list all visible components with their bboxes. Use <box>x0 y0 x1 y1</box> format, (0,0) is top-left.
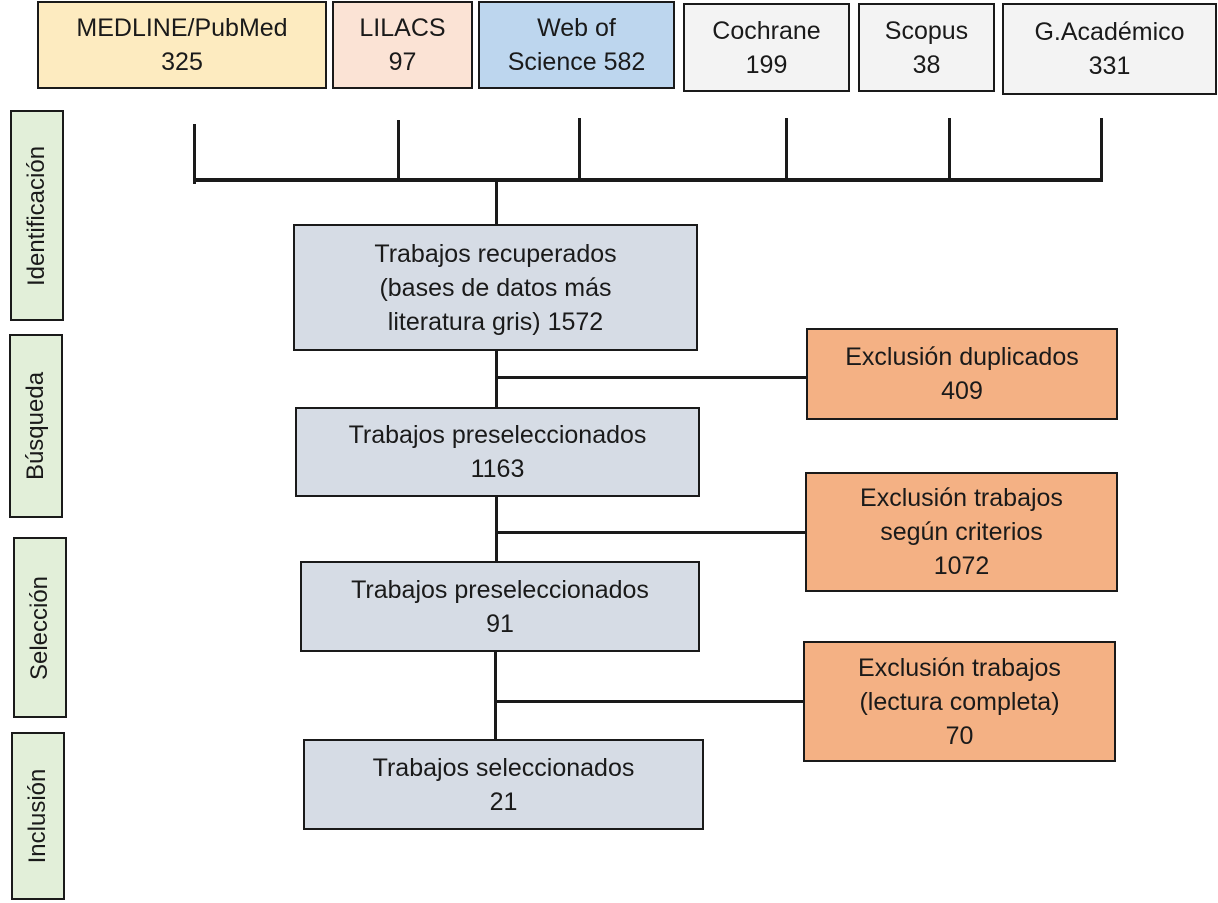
source-name: Scopus <box>884 16 969 45</box>
source-box-web-of-science: Web of Science 582 <box>478 1 675 89</box>
box-trabajos-preseleccionados-1: Trabajos preseleccionados 1163 <box>295 407 700 497</box>
source-box-scopus: Scopus 38 <box>858 3 995 92</box>
flow-line <box>495 497 498 562</box>
box-line: Trabajos seleccionados <box>372 753 635 782</box>
box-line: 21 <box>489 787 518 816</box>
stage-label: Selección <box>26 575 53 680</box>
box-line: Exclusión trabajos <box>860 484 1063 512</box>
branch-line <box>496 531 808 534</box>
box-line: Trabajos preseleccionados <box>351 575 649 604</box>
stage-seleccion: Selección <box>13 537 67 718</box>
stage-identificacion: Identificación <box>10 110 64 321</box>
source-box-lilacs: LILACS 97 <box>332 1 473 89</box>
source-count: 325 <box>161 48 203 76</box>
flow-line <box>495 350 498 409</box>
source-name: MEDLINE/PubMed <box>76 14 288 42</box>
source-name: G.Académico <box>1034 18 1185 46</box>
box-line: 70 <box>945 721 974 750</box>
box-exclusion-duplicados: Exclusión duplicados 409 <box>806 328 1118 420</box>
stage-label: Búsqueda <box>22 371 49 481</box>
stage-inclusion: Inclusión <box>11 732 65 900</box>
source-name: Web of <box>537 14 616 42</box>
source-box-cochrane: Cochrane 199 <box>683 3 850 92</box>
box-line: 91 <box>486 609 514 638</box>
branch-line <box>496 376 808 379</box>
box-exclusion-lectura-completa: Exclusión trabajos (lectura completa) 70 <box>803 641 1116 762</box>
box-line: Trabajos recuperados <box>374 239 617 268</box>
connector-line <box>948 118 951 178</box>
box-line: Exclusión trabajos <box>858 653 1061 682</box>
box-line: Trabajos preseleccionados <box>348 421 647 449</box>
stage-label: Inclusión <box>24 768 51 864</box>
source-name: LILACS <box>359 14 446 42</box>
connector-line <box>785 118 788 179</box>
connector-line <box>495 180 498 226</box>
source-count: 199 <box>745 50 788 79</box>
connector-line <box>193 124 196 184</box>
box-exclusion-segun-criterios: Exclusión trabajos según criterios 1072 <box>805 472 1118 592</box>
connector-line <box>397 120 400 182</box>
connector-line <box>1100 118 1103 178</box>
collector-line <box>193 178 1103 182</box>
stage-label: Identificación <box>23 145 50 286</box>
box-line: 1072 <box>933 552 990 580</box>
box-line: (bases de datos más <box>379 273 612 302</box>
stage-busqueda: Búsqueda <box>9 334 63 518</box>
branch-line <box>495 700 806 703</box>
box-line: literatura gris) 1572 <box>387 307 604 336</box>
source-count: 97 <box>388 48 417 76</box>
box-line: (lectura completa) <box>859 687 1060 716</box>
box-line: según criterios <box>880 518 1043 546</box>
box-trabajos-seleccionados: Trabajos seleccionados 21 <box>303 739 704 830</box>
source-box-medline: MEDLINE/PubMed 325 <box>37 1 327 89</box>
box-line: Exclusión duplicados <box>845 343 1079 371</box>
source-count: Science 582 <box>507 48 646 76</box>
source-box-google-academico: G.Académico 331 <box>1002 3 1217 95</box>
flow-line <box>494 652 497 741</box>
source-count: 331 <box>1088 52 1131 80</box>
source-name: Cochrane <box>712 16 821 45</box>
box-line: 409 <box>941 377 983 405</box>
connector-line <box>578 118 581 180</box>
source-count: 38 <box>912 50 941 79</box>
box-trabajos-recuperados: Trabajos recuperados (bases de datos más… <box>293 224 698 351</box>
box-trabajos-preseleccionados-2: Trabajos preseleccionados 91 <box>300 561 700 652</box>
box-line: 1163 <box>470 455 525 483</box>
